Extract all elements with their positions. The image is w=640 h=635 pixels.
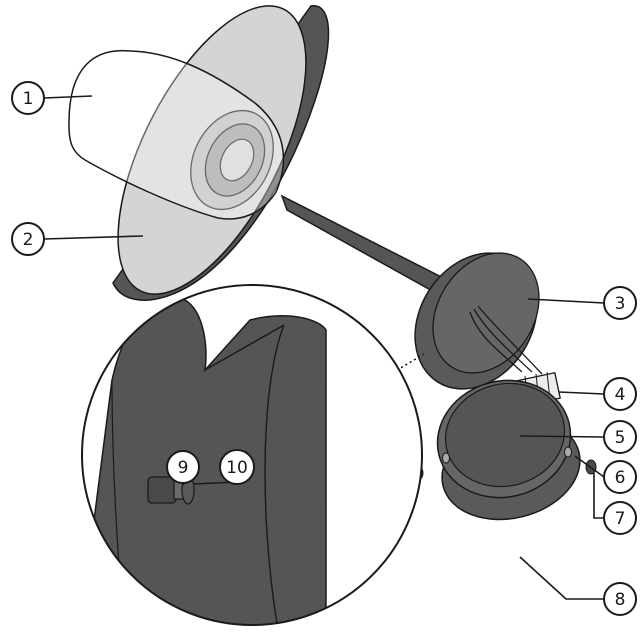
glass-cover [68,49,285,220]
svg-text:2: 2 [23,230,34,250]
callout-3: 3 [603,286,637,320]
callout-9: 9 [166,450,200,484]
callout-5: 5 [603,420,637,454]
svg-text:3: 3 [615,294,626,314]
svg-text:4: 4 [615,385,626,405]
wires [469,305,543,375]
svg-text:8: 8 [615,590,626,610]
callout-10: 10 [219,449,255,485]
callout-1: 1 [11,81,45,115]
leader-lines [43,95,605,600]
lamp-socket [190,109,274,211]
cover-cap [436,379,581,521]
svg-text:1: 1 [23,89,34,109]
callout-7: 7 [603,501,637,535]
cap-screws [442,446,572,464]
callout-8: 8 [603,582,637,616]
svg-text:7: 7 [615,509,626,529]
callout-2: 2 [11,222,45,256]
callout-6: 6 [603,460,637,494]
callout-4: 4 [603,377,637,411]
detail-zoom [81,284,423,626]
svg-text:5: 5 [615,428,626,448]
svg-text:10: 10 [226,458,248,478]
svg-text:9: 9 [178,458,189,478]
svg-text:6: 6 [615,468,626,488]
